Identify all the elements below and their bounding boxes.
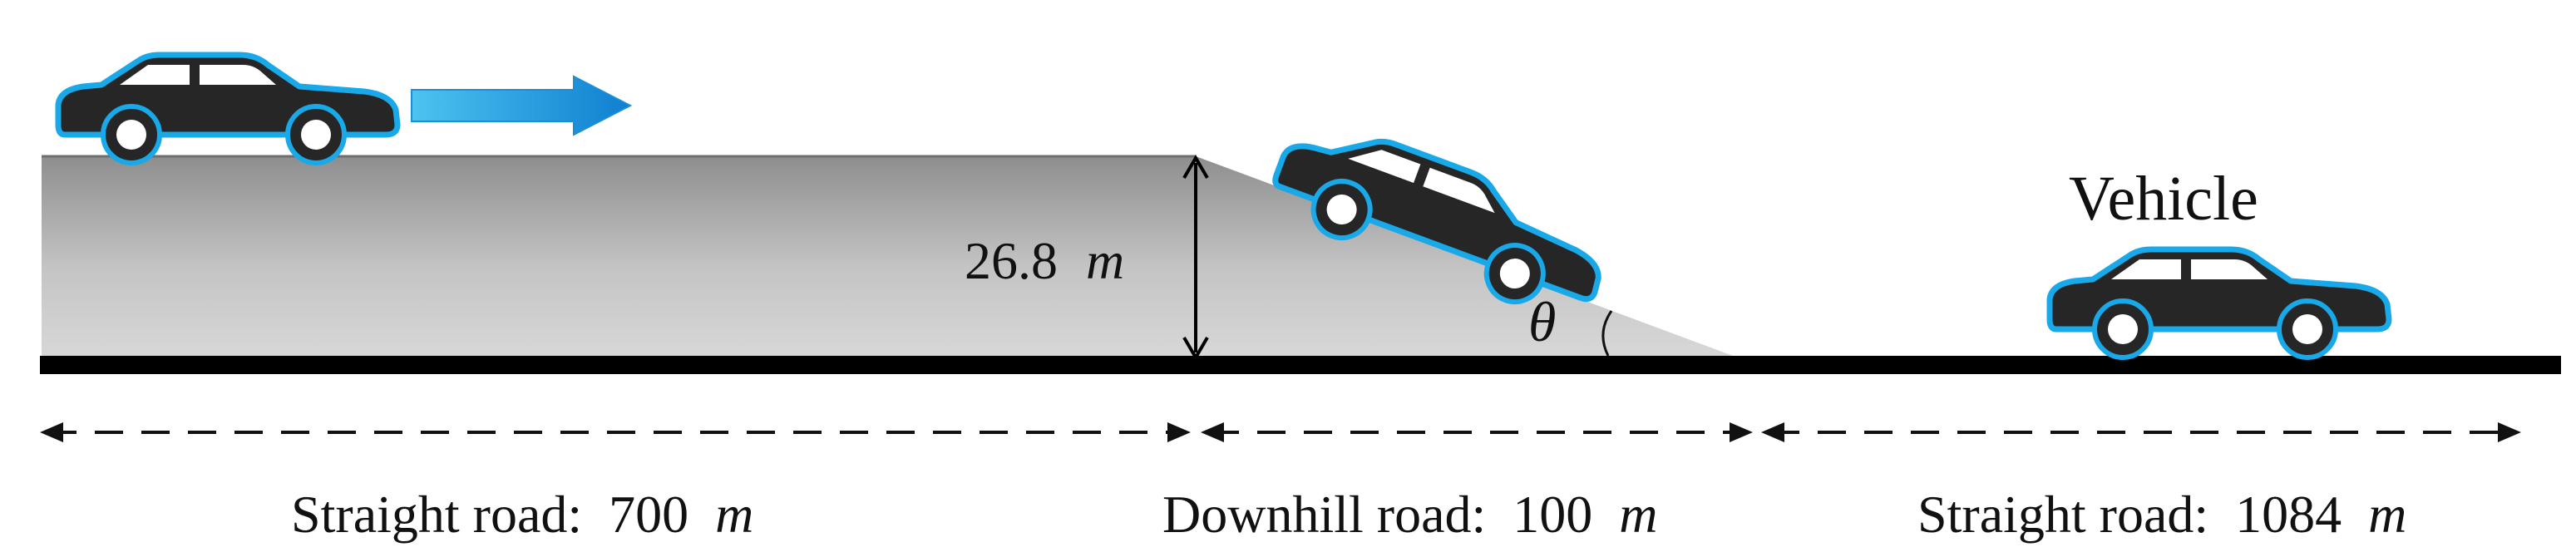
car-icon <box>2050 249 2389 357</box>
vehicle-label: Vehicle <box>2069 164 2258 234</box>
angle-label: θ <box>1528 290 1556 353</box>
segment-dimension-line-2 <box>1201 422 1753 442</box>
direction-arrow-icon <box>411 75 633 136</box>
segment-dimension-line-3 <box>1761 422 2521 442</box>
car-icon <box>58 55 397 163</box>
ground-road <box>40 356 2561 374</box>
segment-dimension-line-1 <box>40 422 1191 442</box>
segment-label-2: Downhill road: 100 m <box>1162 485 1658 544</box>
height-label: 26.8 m <box>965 231 1124 290</box>
segment-label-3: Straight road: 1084 m <box>1917 485 2406 544</box>
segment-label-1: Straight road: 700 m <box>291 485 753 544</box>
angle-arc <box>1601 310 1613 357</box>
height-dimension-arrow <box>1182 155 1209 361</box>
